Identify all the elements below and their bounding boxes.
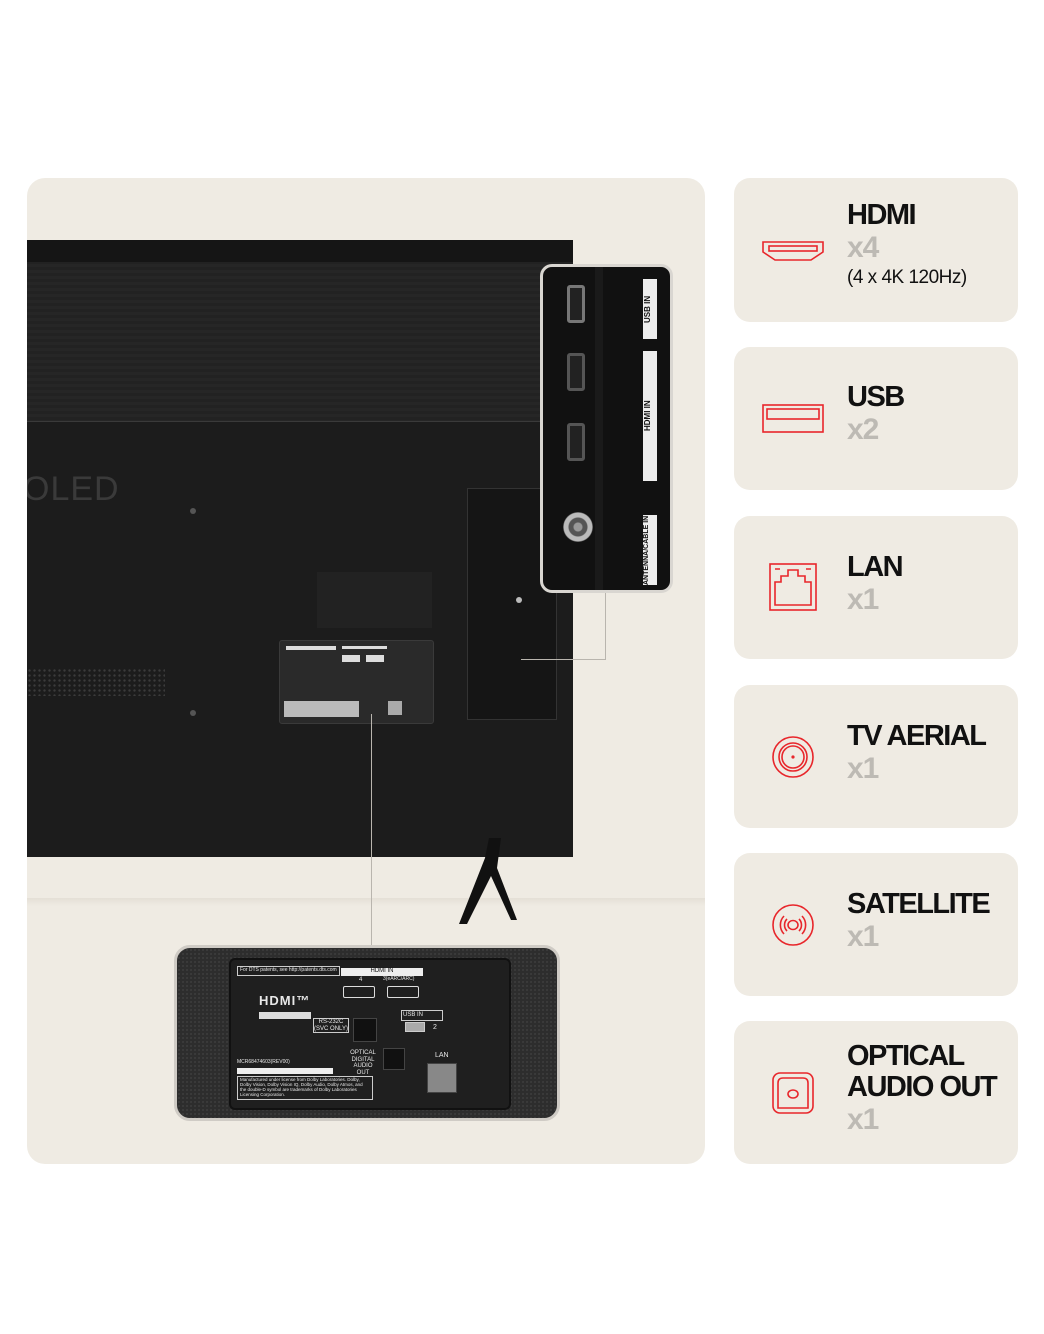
side-ports-zoom: USB IN HDMI IN ANTENNA/CABLE IN (540, 264, 673, 593)
usb-port (567, 285, 585, 323)
lan-port-icon (769, 562, 817, 611)
rear-ports-zoom: For DTS patents, see http://patents.dts.… (174, 945, 560, 1121)
usb-port (405, 1022, 425, 1032)
antenna-port (563, 512, 593, 542)
hdmi-port (567, 353, 585, 391)
connection-card-tv-aerial: TV AERIAL x1 (734, 685, 1018, 828)
connection-card-hdmi: HDMI x4 (4 x 4K 120Hz) (734, 178, 1018, 322)
connection-card-lan: LAN x1 (734, 516, 1018, 659)
usb-port-icon (762, 403, 824, 433)
rear-port-panel (279, 640, 434, 724)
connection-card-usb: USB x2 (734, 347, 1018, 490)
rs232-port (353, 1018, 377, 1042)
speaker-grille (27, 668, 165, 696)
oled-mark: OLED (27, 470, 120, 508)
satellite-icon (772, 903, 814, 946)
tv-aerial-icon (772, 735, 814, 778)
hdmi-port (567, 423, 585, 461)
connection-card-satellite: SATELLITE x1 (734, 853, 1018, 996)
floor-shadow (27, 898, 705, 906)
optical-port (383, 1048, 405, 1070)
tv-rear: OLED (27, 240, 573, 857)
hdmi-port-icon (762, 241, 824, 261)
lan-port (427, 1063, 457, 1093)
optical-audio-icon (772, 1071, 814, 1114)
hdmi-port (387, 986, 419, 998)
connection-card-optical-audio: OPTICAL AUDIO OUT x1 (734, 1021, 1018, 1164)
tv-rear-image-panel: OLED USB IN HDMI IN ANTENNA/CABLE IN For… (27, 178, 705, 1164)
hdmi-port (343, 986, 375, 998)
tv-stand (459, 838, 517, 924)
